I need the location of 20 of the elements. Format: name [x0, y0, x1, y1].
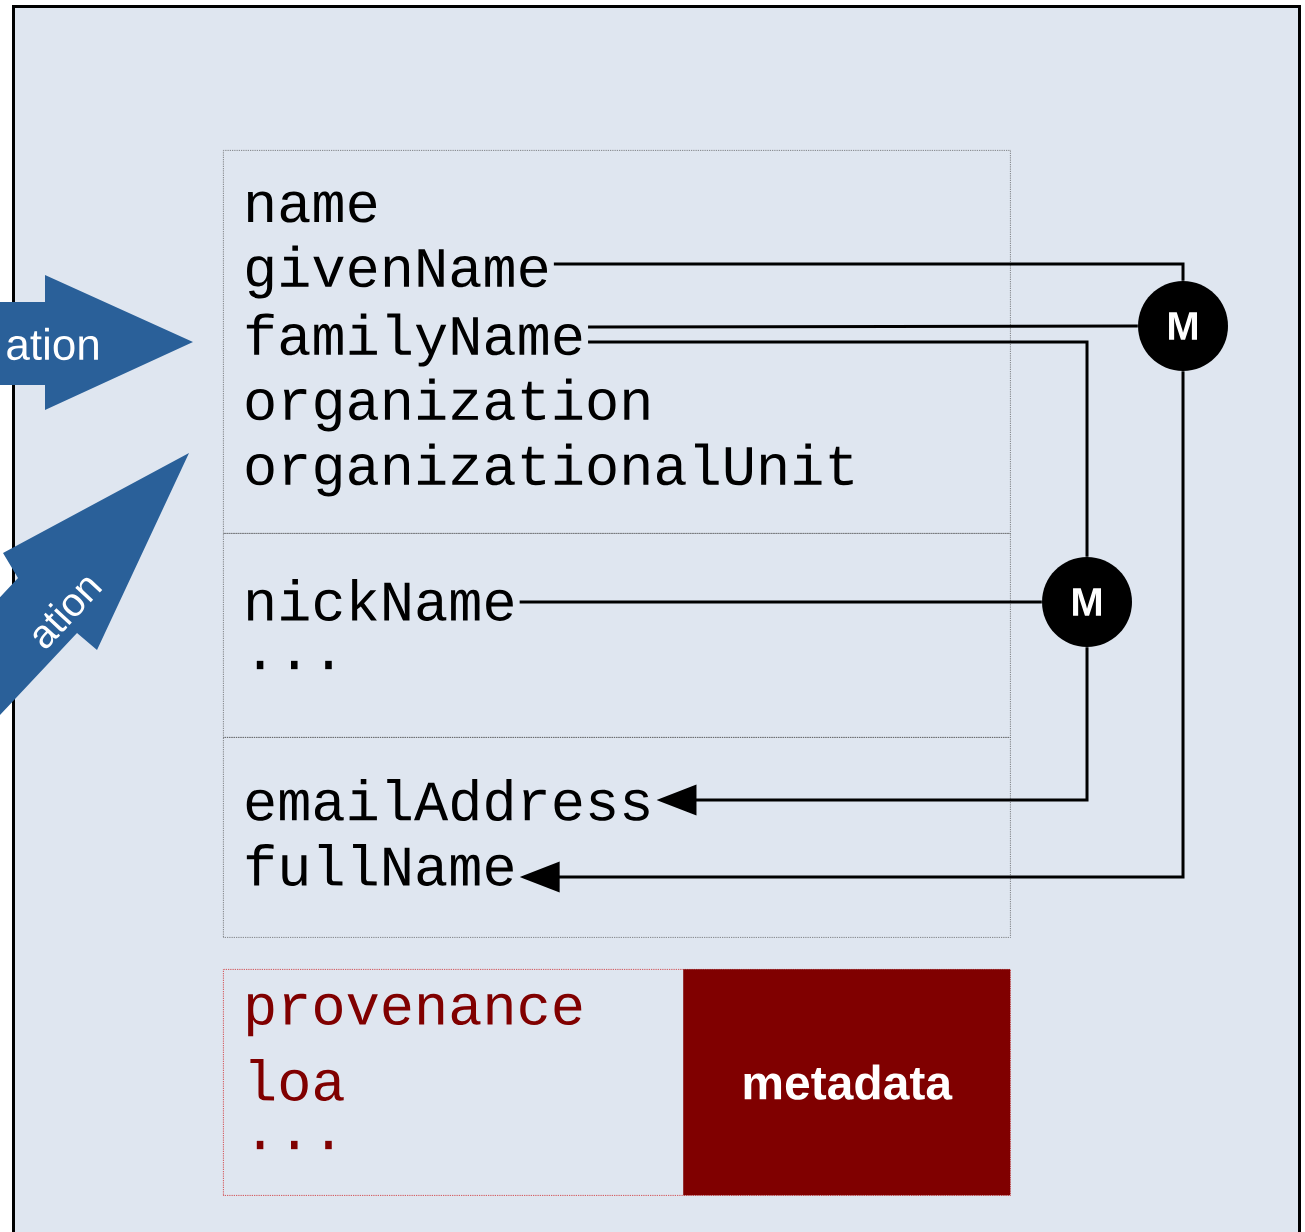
connector — [588, 340, 1089, 557]
dotted-box — [223, 533, 1011, 738]
attribute-name: givenName — [247, 245, 548, 299]
connector — [588, 324, 1138, 329]
metadata-box: metadata — [683, 969, 1011, 1196]
attribute-name: ... — [256, 1140, 332, 1150]
attribute-name: emailAddress — [246, 779, 649, 821]
connector — [519, 600, 1042, 604]
dotted-box — [223, 737, 1011, 938]
attribute-name: loa — [250, 1059, 344, 1101]
attribute-name: familyName — [246, 313, 582, 367]
attribute-name: ... — [256, 660, 332, 670]
connector — [553, 262, 1185, 281]
attribute-name: provenance — [248, 993, 582, 1037]
attribute-name: organization — [246, 378, 649, 432]
attribute-name: nickName — [248, 579, 513, 621]
dotted-box — [223, 150, 1011, 534]
attribute-name: fullName — [246, 844, 513, 886]
attribute-name: name — [248, 191, 377, 223]
attribute-name: organizationalUnit — [246, 443, 853, 497]
